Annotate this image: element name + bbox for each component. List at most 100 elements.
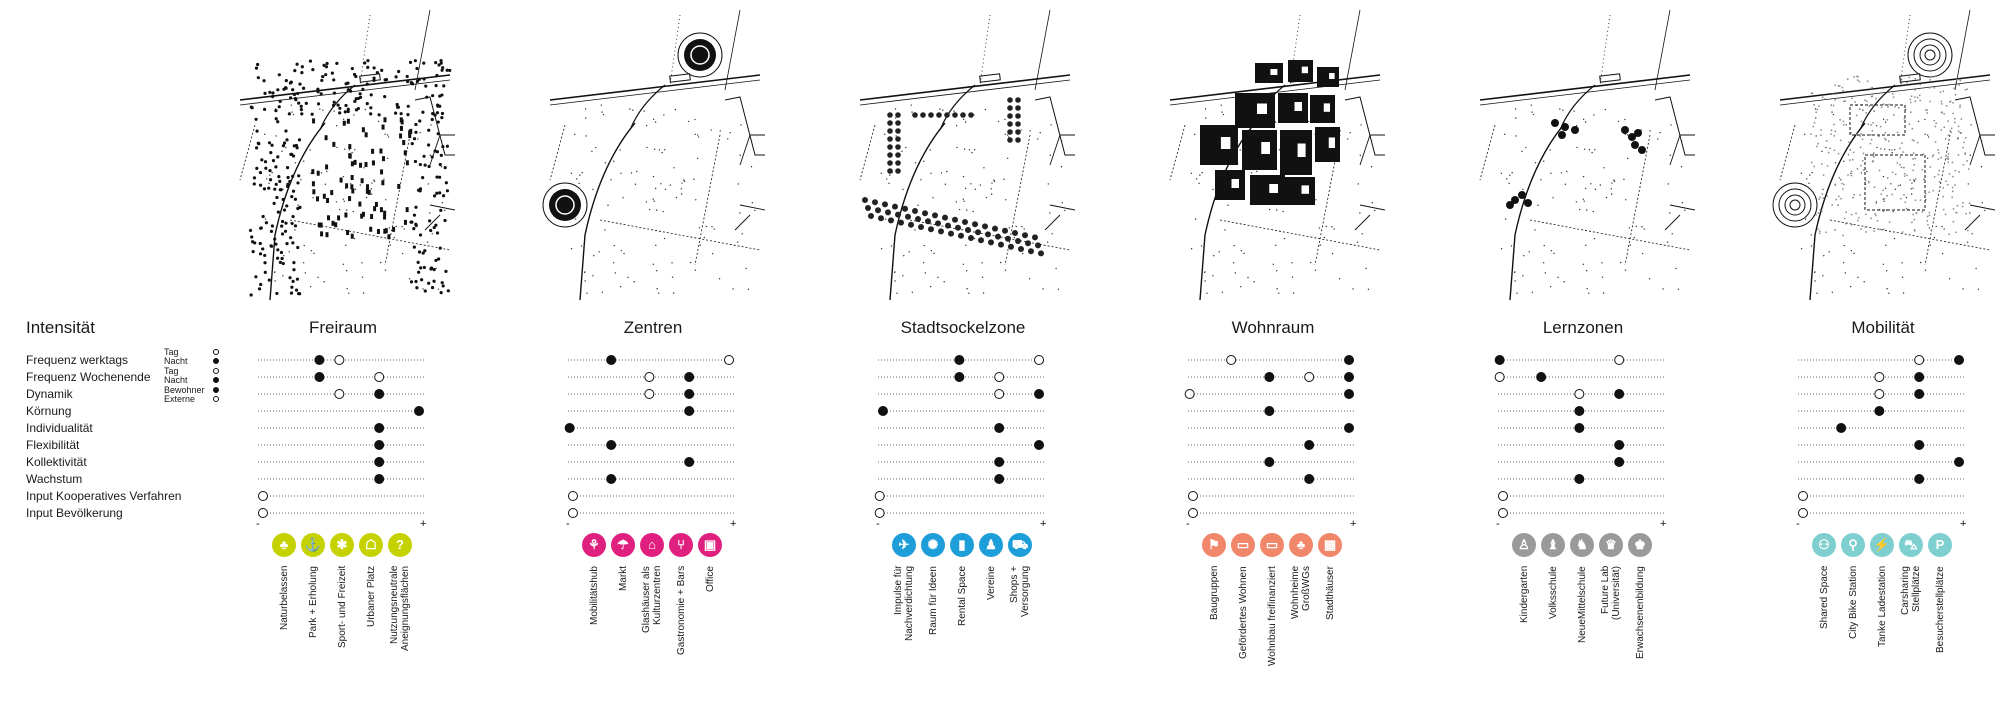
legend-label: Tag <box>164 366 179 376</box>
legend-filled-dot <box>213 387 219 393</box>
legend-filled-dot <box>213 358 219 364</box>
legend-label: Nacht <box>164 356 188 366</box>
scale-minus-label: - <box>1186 518 1190 530</box>
intensity-dot-filled <box>314 372 325 382</box>
group-build-icon: ⚑ <box>1202 533 1226 557</box>
intensity-dot-filled <box>374 440 385 450</box>
intensity-dot-filled <box>1874 406 1885 416</box>
site-map-lernzonen <box>1470 5 1695 300</box>
panel-title-wohnraum: Wohnraum <box>1231 318 1315 337</box>
scale-minus-label: - <box>256 518 260 530</box>
intensity-dot-filled <box>606 474 617 484</box>
train-icon: ⚘ <box>582 533 606 557</box>
restaurant-icon: ⑂ <box>669 533 693 557</box>
intensity-dot-open <box>994 389 1005 399</box>
intensity-dot-filled <box>684 457 695 467</box>
category-label: Office <box>704 566 716 592</box>
intensity-dot-filled <box>1536 372 1547 382</box>
intensity-dot-filled <box>994 474 1005 484</box>
intensity-dot-filled <box>1614 440 1625 450</box>
office-icon: ▣ <box>698 533 722 557</box>
row-label: Flexibilität <box>26 438 80 452</box>
intensity-dot-open <box>874 491 885 501</box>
intensity-dot-filled <box>1344 423 1355 433</box>
legend-filled-dot <box>213 377 219 383</box>
category-label: Naturbelassen <box>278 566 290 631</box>
row-label: Wachstum <box>26 472 83 486</box>
category-label: Kindergarten <box>1518 566 1530 624</box>
category-label: Nutzungsneutrale Aneignungsflächen <box>389 566 411 652</box>
category-label: Sport- und Freizeit <box>336 566 348 649</box>
intensity-dot-open <box>1797 508 1808 518</box>
row-label: Dynamik <box>26 387 73 401</box>
category-label: NeueMittelschule <box>1576 566 1588 643</box>
row-label: Frequenz Wochenende <box>26 370 151 384</box>
financed-icon: ▭ <box>1260 533 1284 557</box>
intensity-dot-open <box>1226 355 1237 365</box>
intensity-dot-filled <box>954 372 965 382</box>
category-label: Shared Space <box>1818 566 1830 630</box>
intensity-dot-open <box>567 491 578 501</box>
row-label: Körnung <box>26 404 72 418</box>
panel-title-lernzonen: Lernzonen <box>1542 318 1624 337</box>
intensity-dot-filled <box>374 474 385 484</box>
intensity-dot-filled <box>954 355 965 365</box>
row-label: Input Kooperatives Verfahren <box>26 489 182 503</box>
category-label: Markt <box>617 566 629 591</box>
category-label: Volksschule <box>1547 566 1559 619</box>
category-label: Wohnbau freifinanziert <box>1266 566 1278 666</box>
category-label: Erwachsenenbildung <box>1634 566 1646 659</box>
charging-icon: ⚡ <box>1870 533 1894 557</box>
middle-school-icon: ♞ <box>1570 533 1594 557</box>
category-label: Tanke Ladestation <box>1876 566 1888 648</box>
legend-label: Nacht <box>164 375 188 385</box>
intensity-dot-open <box>1874 389 1885 399</box>
intensity-dot-filled <box>1914 474 1925 484</box>
intensity-dot-filled <box>1614 457 1625 467</box>
intensity-dot-filled <box>606 355 617 365</box>
intensity-dot-open <box>1304 372 1315 382</box>
intensity-dot-filled <box>1344 389 1355 399</box>
panel-title-freiraum: Freiraum <box>308 318 377 337</box>
intensity-dot-open <box>567 508 578 518</box>
category-label: Raum für Ideen <box>927 566 939 635</box>
plaza-icon: ☖ <box>359 533 383 557</box>
category-label: Carsharing Stellplätze <box>1900 566 1922 615</box>
intensity-dot-filled <box>1034 389 1045 399</box>
legend-open-dot <box>213 349 219 355</box>
site-map-mobilitaet <box>1770 5 1995 300</box>
intensity-dot-open <box>1497 508 1508 518</box>
intensity-dot-open <box>644 372 655 382</box>
intensity-dot-filled <box>314 355 325 365</box>
scale-plus-label: + <box>1960 518 1966 530</box>
intensity-dot-filled <box>1344 372 1355 382</box>
category-label: Gastronomie + Bars <box>675 566 687 656</box>
subsidized-icon: ▭ <box>1231 533 1255 557</box>
question-icon: ? <box>388 533 412 557</box>
category-label: Stadthäuser <box>1324 566 1336 620</box>
intensity-dot-filled <box>994 423 1005 433</box>
site-map-freiraum <box>230 5 455 300</box>
category-label: City Bike Station <box>1847 566 1859 640</box>
intensity-heading: Intensität <box>26 318 95 337</box>
university-icon: ♛ <box>1599 533 1623 557</box>
panel-title-stadtsockelzone: Stadtsockelzone <box>900 318 1026 337</box>
intensity-dot-filled <box>1914 440 1925 450</box>
intensity-dot-filled <box>374 389 385 399</box>
intensity-dot-filled <box>1264 457 1275 467</box>
panel-title-zentren: Zentren <box>623 318 683 337</box>
legend-label: Bewohner <box>164 385 205 395</box>
intensity-dot-open <box>1497 491 1508 501</box>
intensity-dot-filled <box>1304 440 1315 450</box>
category-label: Baugruppen <box>1208 566 1220 621</box>
scale-minus-label: - <box>1796 518 1800 530</box>
townhouse-icon: ▦ <box>1318 533 1342 557</box>
scale-minus-label: - <box>566 518 570 530</box>
school-icon: ♝ <box>1541 533 1565 557</box>
intensity-dot-filled <box>1574 406 1585 416</box>
intensity-dot-open <box>257 491 268 501</box>
intensity-dot-open <box>1614 355 1625 365</box>
club-icon: ♟ <box>979 533 1003 557</box>
legend-label: Tag <box>164 347 179 357</box>
rental-icon: ▮ <box>950 533 974 557</box>
